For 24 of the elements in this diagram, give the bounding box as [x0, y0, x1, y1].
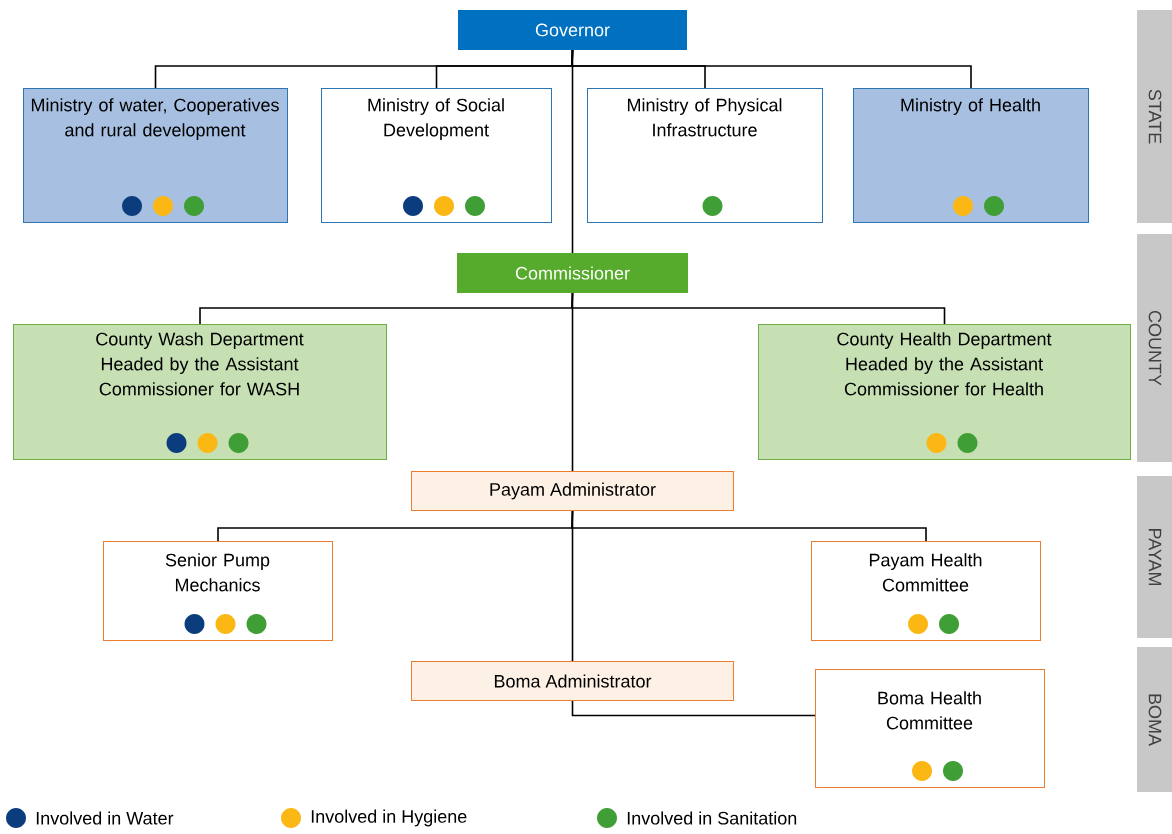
- committee-box: Payam Health Committee: [811, 541, 1041, 641]
- department-box: County Wash Department Headed by the Assistant Commissioner for WASH: [13, 324, 387, 460]
- level-band: PAYAM: [1137, 476, 1172, 638]
- level-band: COUNTY: [1137, 234, 1172, 462]
- title-box: Governor: [458, 10, 687, 50]
- connector-line: [571, 292, 574, 472]
- department-box: County Health Department Headed by the Assistant Commissioner for Health: [758, 324, 1131, 460]
- legend-label: Involved in Hygiene: [311, 809, 467, 827]
- administrator-box: Payam Administrator: [411, 471, 734, 511]
- connector-line: [571, 49, 574, 254]
- administrator-box: Boma Administrator: [411, 661, 734, 701]
- level-band: BOMA: [1137, 647, 1172, 792]
- connector-line: [571, 510, 574, 662]
- committee-box: Boma Health Committee: [815, 669, 1045, 788]
- committee-box: Senior Pump Mechanics: [103, 541, 333, 641]
- legend-label: Involved in Sanitation: [627, 811, 797, 825]
- connector-line: [571, 700, 816, 717]
- title-box: Commissioner: [457, 253, 688, 293]
- ministry-box: Ministry of Health: [853, 88, 1089, 223]
- level-band: STATE: [1137, 10, 1172, 223]
- ministry-box: Ministry of water, Cooperatives and rural development: [23, 88, 288, 223]
- ministry-box: Ministry of Social Development: [321, 88, 552, 223]
- legend-label: Involved in Water: [36, 811, 174, 825]
- ministry-box: Ministry of Physical Infrastructure: [587, 88, 823, 223]
